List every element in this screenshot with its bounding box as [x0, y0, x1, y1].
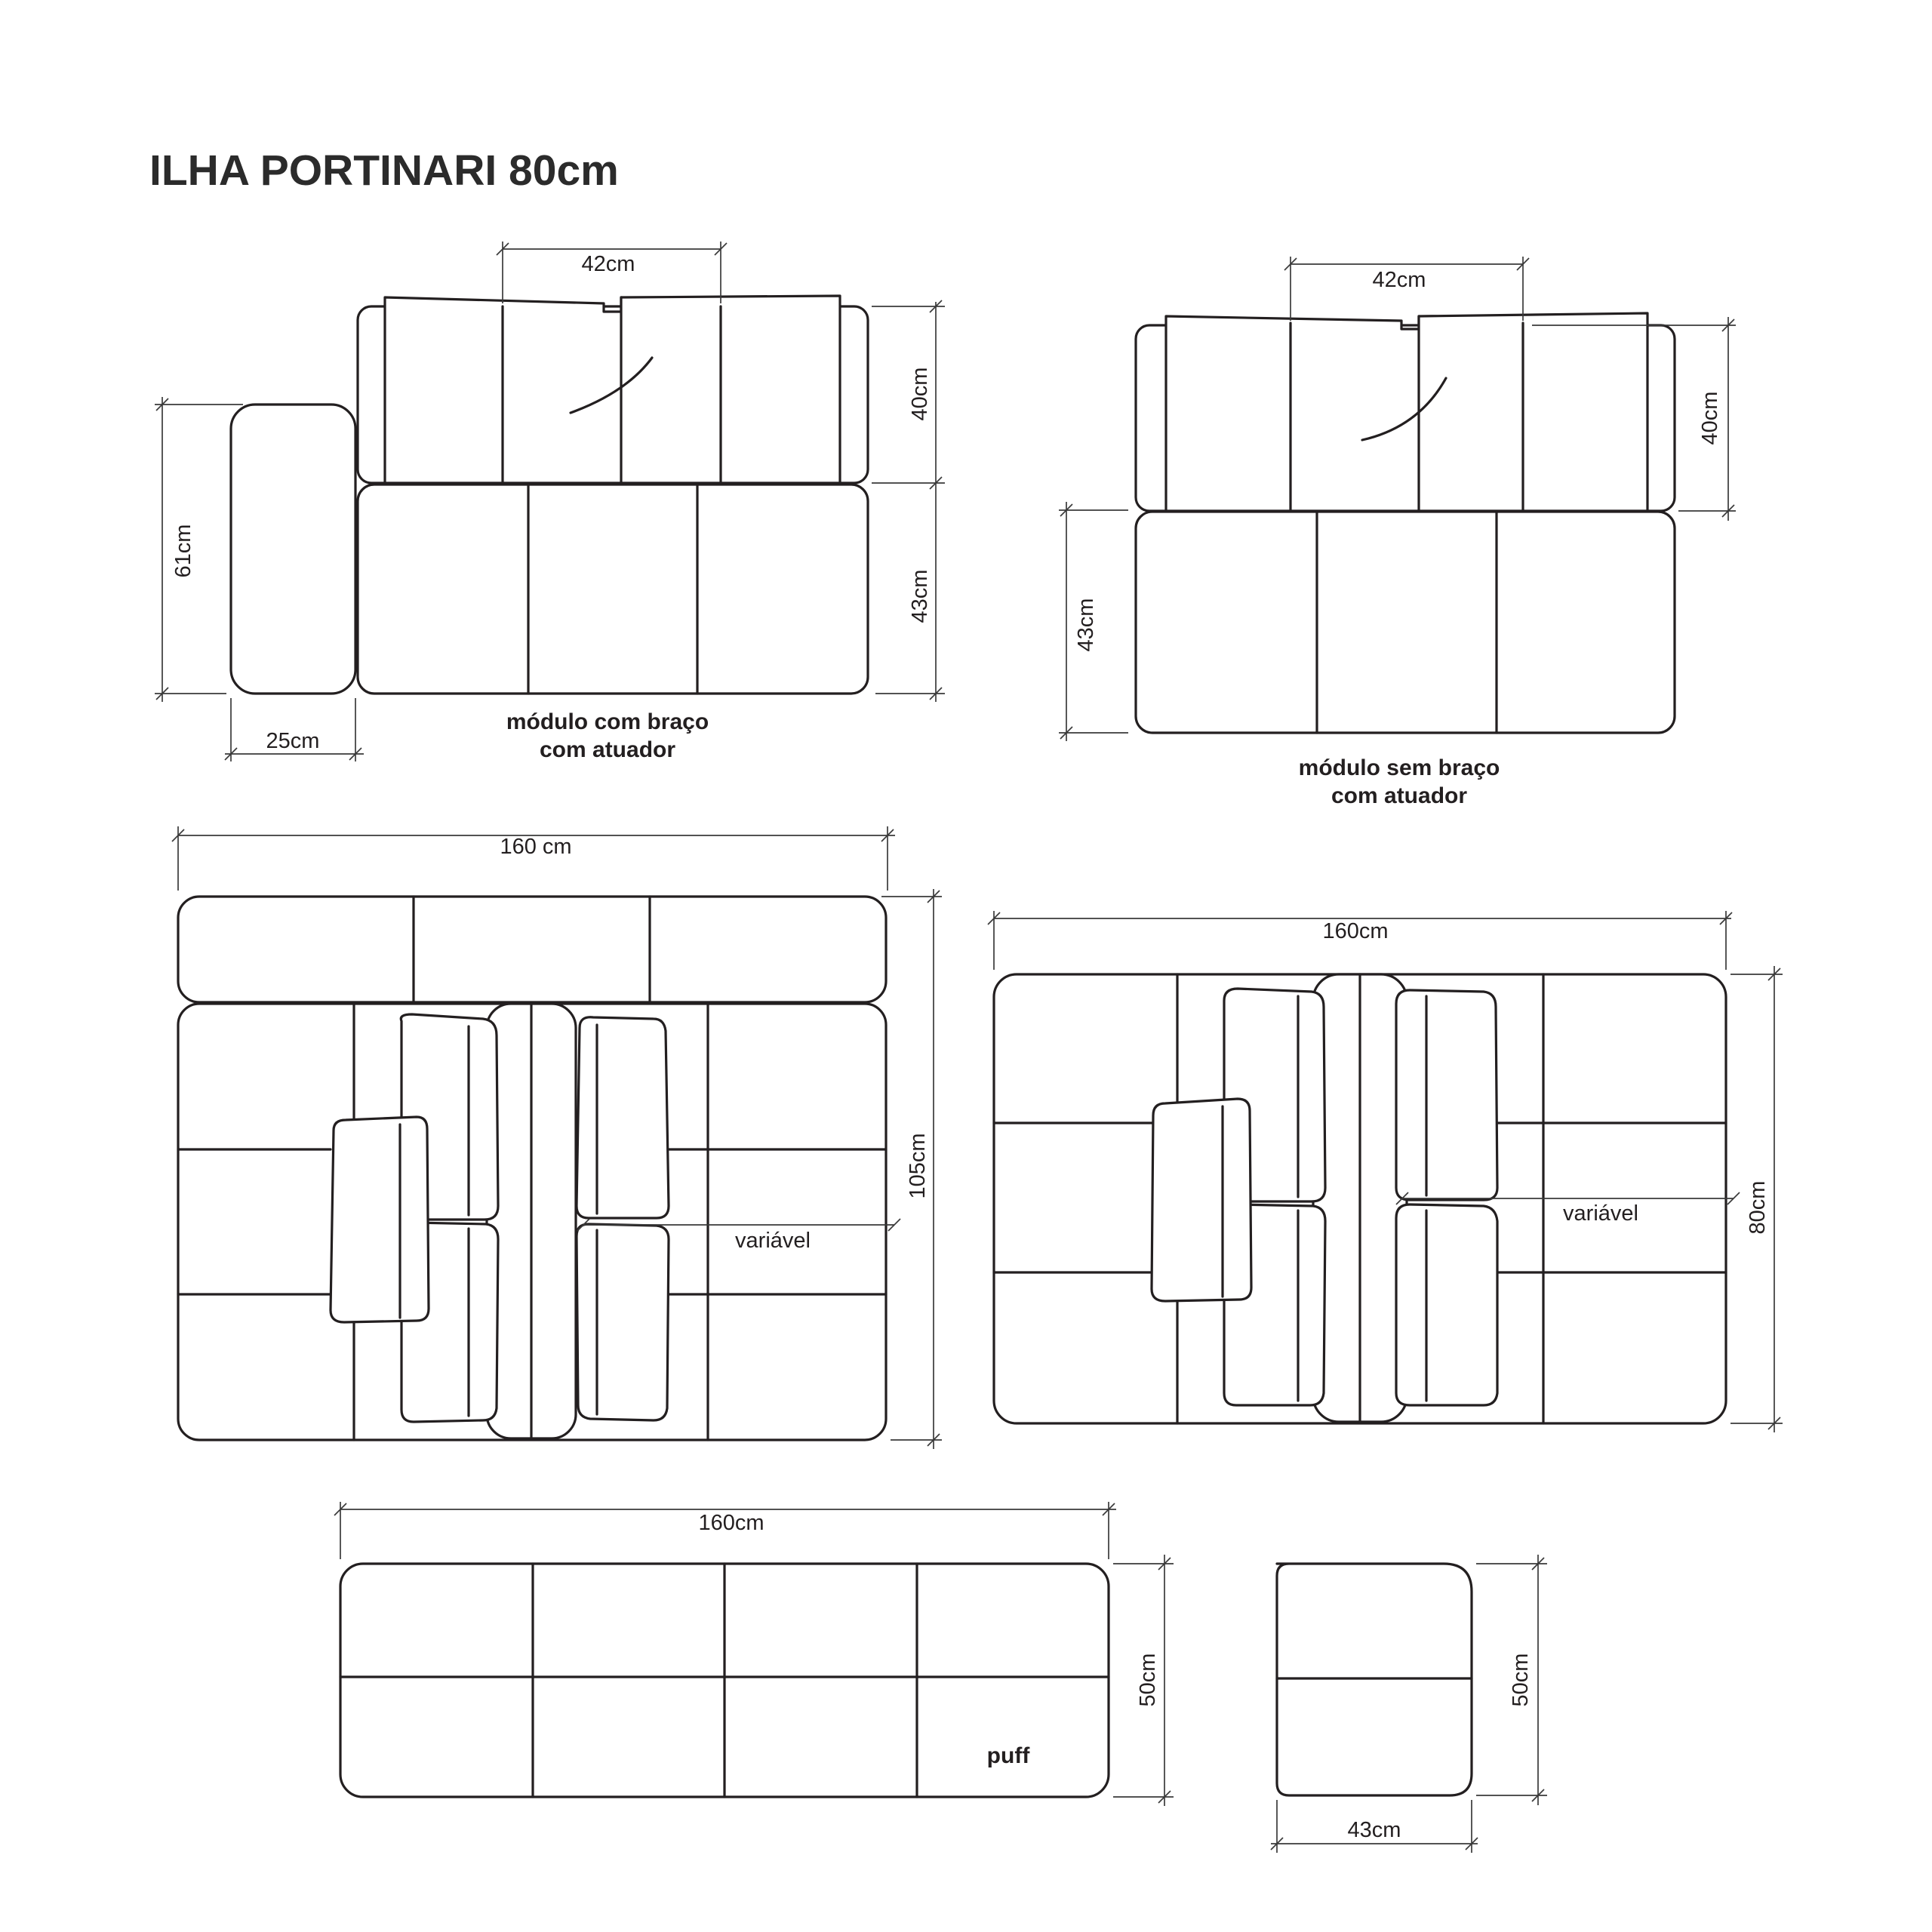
dim-back-width: 42cm [582, 252, 635, 276]
dim-depth: 80cm [1746, 1181, 1770, 1235]
module-with-arm-elevation: 42cm 40cm 43cm 61cm 25cm módulo com braç… [155, 242, 945, 762]
cushion-right-top [575, 1016, 670, 1220]
module-without-arm-elevation: 42cm 40cm 43cm módulo sem braço com atua… [1059, 257, 1736, 808]
dim-depth: 50cm [1509, 1654, 1533, 1707]
dim-depth: 50cm [1136, 1654, 1160, 1707]
seat-outline [1134, 510, 1676, 734]
puff-plan: puff 160cm 50cm [334, 1502, 1174, 1806]
cushion-left-front [329, 1115, 430, 1324]
armrest-outline [229, 403, 357, 695]
plan-view-160x105: variável 160 cm 105cm [171, 826, 942, 1449]
page-title: ILHA PORTINARI 80cm [149, 146, 619, 195]
back-bolster [177, 895, 888, 1004]
caption-line-2: com atuador [1331, 783, 1467, 808]
variable-note: variável [735, 1229, 811, 1253]
caption-line-1: módulo sem braço [1299, 755, 1500, 780]
variable-note: variável [1563, 1201, 1638, 1226]
puff-label: puff [987, 1743, 1031, 1768]
seat-outline [356, 483, 869, 695]
cushion-left-front [1150, 1097, 1253, 1303]
cushion-right-top [1395, 989, 1499, 1201]
dim-width: 160cm [698, 1511, 764, 1535]
actuator-arc [1361, 377, 1447, 441]
dim-seat-height: 43cm [908, 570, 932, 623]
dim-back-width: 42cm [1373, 268, 1426, 292]
dim-arm-height: 61cm [171, 525, 195, 578]
side-piece-plan: 50cm 43cm [1270, 1555, 1547, 1853]
dim-width: 43cm [1348, 1818, 1401, 1842]
dim-seat-height: 43cm [1074, 598, 1098, 652]
dim-arm-width: 25cm [266, 729, 320, 753]
actuator-arc [569, 356, 654, 414]
dim-back-height: 40cm [908, 368, 932, 421]
plan-view-160x80: variável 160cm 80cm [987, 911, 1783, 1432]
cushion-right-bottom [575, 1223, 670, 1422]
dim-width: 160 cm [500, 835, 571, 859]
dim-width: 160cm [1322, 919, 1388, 943]
dim-back-height: 40cm [1698, 392, 1722, 445]
dim-depth: 105cm [906, 1133, 930, 1198]
right-back-cushion [1417, 312, 1649, 512]
caption-line-2: com atuador [540, 737, 675, 762]
right-back-cushion [620, 294, 841, 485]
cushion-right-bottom [1395, 1203, 1499, 1407]
caption-line-1: módulo com braço [506, 709, 709, 734]
